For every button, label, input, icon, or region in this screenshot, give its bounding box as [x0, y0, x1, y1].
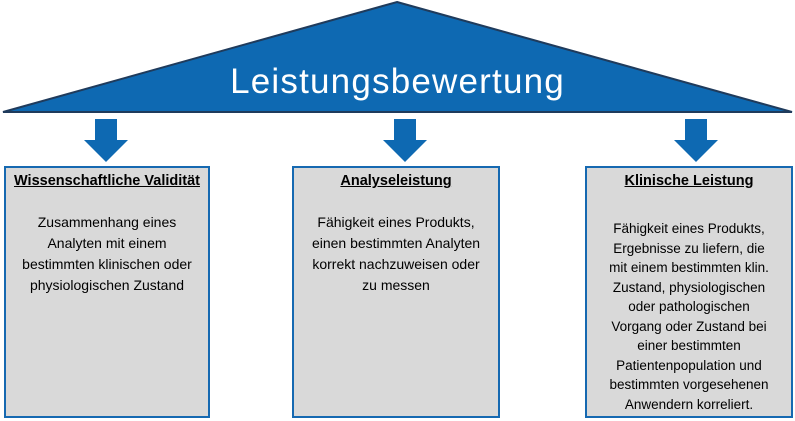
category-box-analyseleistung: Analyseleistung Fähigkeit eines Produkts… [292, 166, 500, 418]
box-body-text: Fähigkeit eines Produkts, Ergebnisse zu … [609, 221, 769, 412]
down-arrow-icon [674, 119, 718, 162]
diagram-title: Leistungsbewertung [230, 62, 565, 101]
box-title: Analyseleistung [340, 173, 452, 189]
category-box-klinische-leistung: Klinische Leistung Fähigkeit eines Produ… [585, 166, 793, 418]
box-title: Klinische Leistung [624, 173, 754, 189]
roof-triangle-shape [2, 0, 793, 113]
down-arrow-icon [383, 119, 427, 162]
category-box-wissenschaftliche-validitaet: Wissenschaftliche Validität Zusammenhang… [4, 166, 210, 418]
box-body-text: Zusammenhang eines Analyten mit einem be… [22, 214, 192, 293]
box-title: Wissenschaftliche Validität [13, 173, 200, 189]
down-arrow-icon [84, 119, 128, 162]
box-body-text: Fähigkeit eines Produkts, einen bestimmt… [311, 214, 481, 293]
